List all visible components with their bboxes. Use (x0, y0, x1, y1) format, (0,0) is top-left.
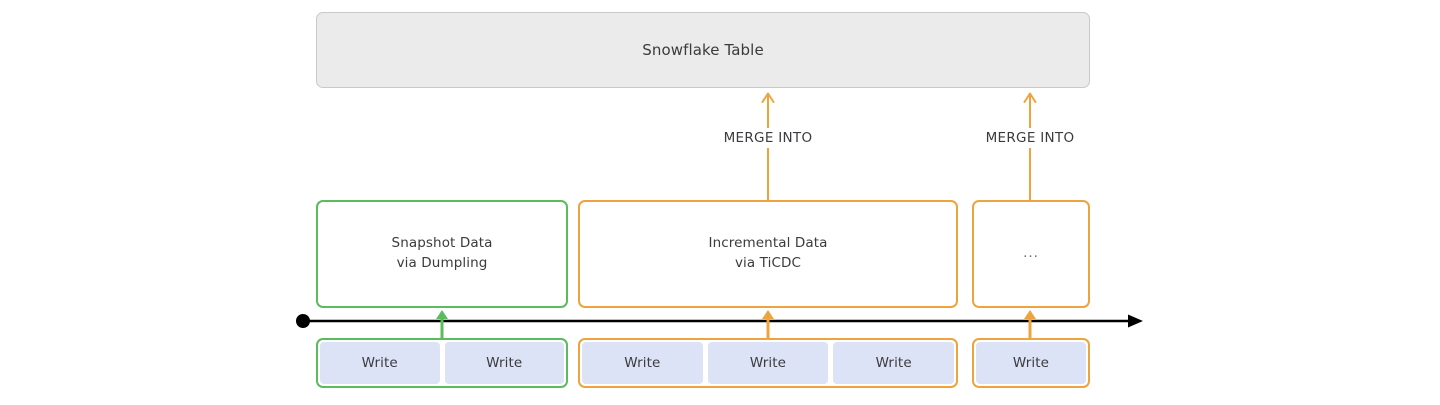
write-cell: Write (833, 342, 955, 384)
stage-box-more: ... (972, 200, 1090, 308)
merge-arrow-2 (1023, 90, 1037, 208)
write-cell: Write (444, 342, 564, 384)
merge-arrow-2-label: MERGE INTO (977, 128, 1083, 148)
stage-snapshot-line1: Snapshot Data (391, 235, 493, 252)
merge-arrow-1-label: MERGE INTO (715, 128, 821, 148)
timeline-axis (296, 314, 1143, 328)
write-cell: Write (320, 342, 440, 384)
write-cell: Write (707, 342, 829, 384)
stage-box-incremental: Incremental Data via TiCDC (578, 200, 958, 308)
merge-arrow-1 (761, 90, 775, 208)
stage-incremental-line1: Incremental Data (708, 235, 828, 252)
snowflake-table-label: Snowflake Table (642, 41, 764, 59)
stage-incremental-line2: via TiCDC (734, 255, 802, 271)
write-cell: Write (582, 342, 703, 384)
stage-more-line1: ... (1023, 245, 1039, 262)
stage-box-snapshot: Snapshot Data via Dumpling (316, 200, 568, 308)
stage-snapshot-line2: via Dumpling (396, 255, 488, 271)
snowflake-table-box: Snowflake Table (316, 12, 1090, 88)
write-group-incremental: Write Write Write (578, 338, 958, 388)
write-group-more: Write (972, 338, 1090, 388)
write-group-snapshot: Write Write (316, 338, 568, 388)
merge-arrow-1-icon (761, 92, 775, 208)
merge-arrow-2-icon (1023, 92, 1037, 208)
timeline-end-arrowhead (1128, 314, 1143, 328)
write-cell: Write (976, 342, 1086, 384)
